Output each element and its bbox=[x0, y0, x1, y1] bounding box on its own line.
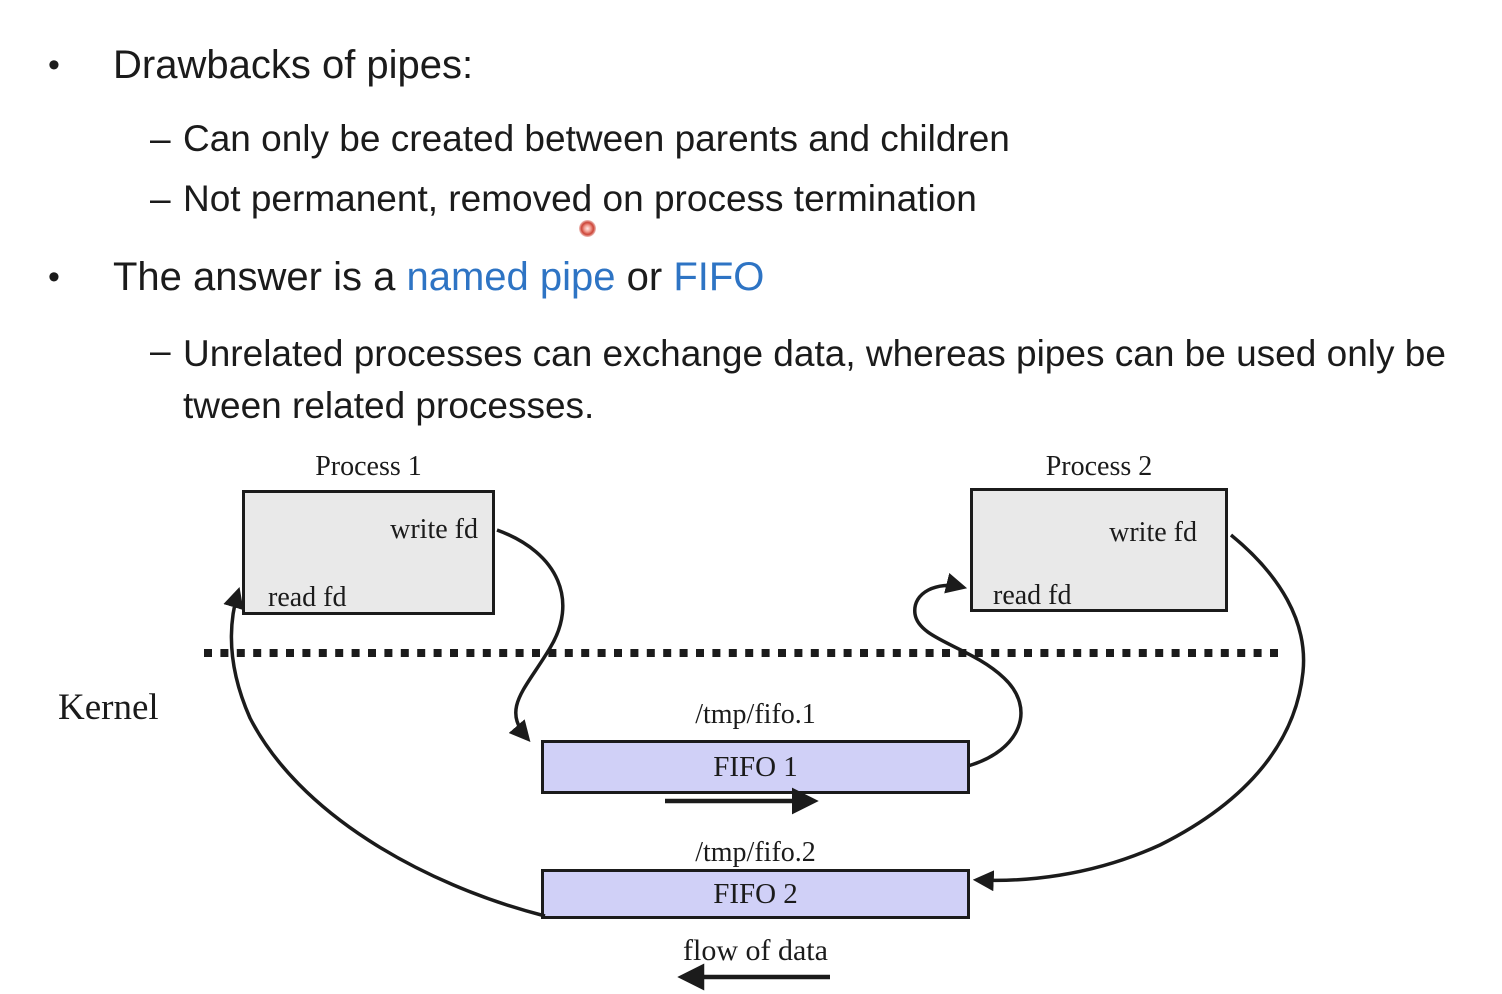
answer-prefix: The answer is a bbox=[113, 255, 407, 299]
process1-write-fd-label: write fd bbox=[390, 514, 478, 545]
flow-of-data-label: flow of data bbox=[683, 934, 828, 967]
bullet-answer: • The answer is a named pipe or FIFO bbox=[46, 254, 764, 300]
process1-title: Process 1 bbox=[315, 451, 422, 482]
sub-bullet-created: – Can only be created between parents an… bbox=[150, 116, 1010, 162]
bullet-answer-text: The answer is a named pipe or FIFO bbox=[113, 254, 764, 300]
process2-write-fd-label: write fd bbox=[1109, 517, 1197, 548]
dash-icon: – bbox=[150, 178, 171, 219]
bullet-icon: • bbox=[48, 258, 60, 296]
named-pipe-highlight: named pipe bbox=[406, 255, 616, 299]
fifo1-box: FIFO 1 bbox=[541, 740, 970, 794]
answer-mid: or bbox=[615, 255, 674, 299]
arrow-fifo1-to-p2-read bbox=[913, 573, 1023, 768]
laser-pointer-dot bbox=[579, 220, 596, 237]
dash-icon: – bbox=[150, 330, 171, 371]
arrow-fifo2-to-p1-read bbox=[223, 586, 546, 918]
sub-bullet-permanent-text: Not permanent, removed on process termin… bbox=[183, 178, 977, 219]
sub-bullet-unrelated-text: Unrelated processes can exchange data, w… bbox=[183, 333, 1446, 426]
fifo-highlight: FIFO bbox=[673, 255, 765, 299]
process1-box: write fd read fd bbox=[242, 490, 495, 615]
kernel-label: Kernel bbox=[58, 687, 159, 728]
fifo2-path-label: /tmp/fifo.2 bbox=[695, 837, 816, 868]
dash-icon: – bbox=[150, 118, 171, 159]
fifo2-box: FIFO 2 bbox=[541, 869, 970, 919]
sub-bullet-created-text: Can only be created between parents and … bbox=[183, 118, 1010, 159]
fifo1-path-label: /tmp/fifo.1 bbox=[695, 699, 816, 730]
process2-box: write fd read fd bbox=[970, 488, 1228, 612]
process1-read-fd-label: read fd bbox=[268, 582, 347, 613]
bullet-drawbacks: • Drawbacks of pipes: bbox=[46, 42, 473, 88]
sub-bullet-permanent: – Not permanent, removed on process term… bbox=[150, 176, 977, 222]
sub-bullet-unrelated: – Unrelated processes can exchange data,… bbox=[150, 328, 1453, 432]
process2-read-fd-label: read fd bbox=[993, 580, 1072, 611]
process2-title: Process 2 bbox=[1045, 451, 1153, 482]
bullet-icon: • bbox=[48, 46, 60, 84]
bullet-drawbacks-text: Drawbacks of pipes: bbox=[113, 43, 474, 87]
